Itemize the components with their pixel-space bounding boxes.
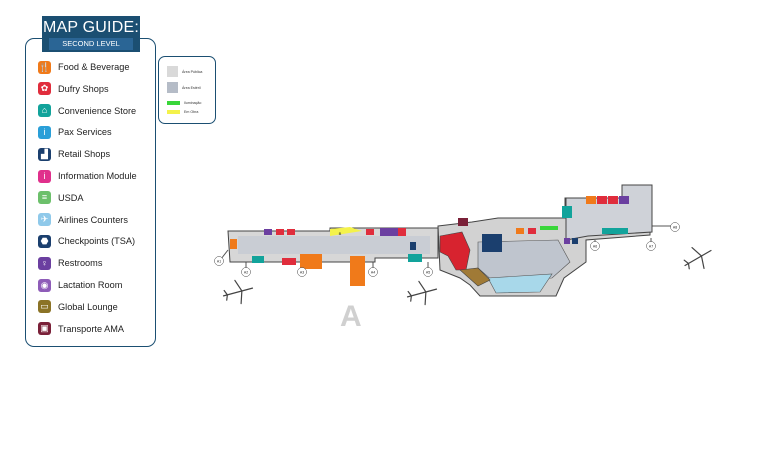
sterile-area-label: Área Estéril (182, 85, 201, 90)
gate-tag (241, 267, 251, 277)
legend-item: ✿ Dufry Shops (38, 81, 109, 97)
legend-item: ⬣ Checkpoints (TSA) (38, 233, 135, 249)
gate-label: A7 (649, 244, 653, 248)
airplane-icons (222, 247, 712, 306)
lighting-label: Iluminação (184, 101, 202, 105)
shop-blocks (230, 196, 629, 286)
gate-label: A2 (244, 270, 248, 274)
lounge-icon: ▭ (38, 300, 51, 314)
public-area-label: Área Pública (182, 69, 203, 74)
gate-tag (423, 267, 433, 277)
legend-item-label: Lactation Room (58, 280, 123, 290)
construction-label: Em Obra (184, 110, 199, 114)
area-legend-row: Área Pública (167, 66, 202, 77)
legend-item-label: Transporte AMA (58, 323, 125, 334)
hub-courtyard (487, 273, 553, 294)
person-icon: i (38, 125, 51, 139)
gate-tags (214, 222, 680, 277)
area-legend-row: Em Obra (167, 110, 198, 114)
airplane-icon (222, 279, 254, 305)
gate-label: A1 (217, 259, 221, 263)
usda-icon: ≡ (38, 191, 51, 205)
kiosk-label: B (339, 231, 342, 236)
airplane-icon: ✈ (38, 213, 51, 227)
legend-item-label: Convenience Store (58, 105, 137, 116)
map-guide-subtitle: SECOND LEVEL (49, 38, 133, 50)
bus-icon: ▣ (38, 322, 51, 336)
legend-item-label: Retail Shops (58, 149, 111, 160)
lactation-icon: ◉ (38, 278, 51, 292)
fork-knife-icon: 🍴 (38, 60, 51, 74)
terminal-letter: A (340, 300, 362, 333)
legend-item-label: Restrooms (58, 258, 103, 269)
map-guide-header: MAP GUIDE: SECOND LEVEL (42, 16, 140, 52)
legend-item: i Information Module (38, 168, 137, 184)
map-guide-title: MAP GUIDE: (43, 19, 139, 36)
airplane-icon (406, 280, 438, 306)
legend-item: ▟ Retail Shops (38, 146, 110, 162)
gate-tag (214, 256, 224, 266)
legend-item-label: USDA (58, 192, 84, 203)
legend-item-label: Dufry Shops (58, 83, 109, 94)
store-icon: ⌂ (38, 104, 51, 118)
legend-item: i Pax Services (38, 124, 112, 140)
checkpoint-block (482, 234, 502, 252)
area-legend-row: Área Estéril (167, 82, 201, 93)
info-icon: i (38, 169, 51, 183)
airplane-icon (683, 247, 712, 270)
construction-swatch (167, 110, 180, 114)
gate-tag (297, 267, 307, 277)
gate-tag (590, 241, 600, 251)
legend-item-label: Pax Services (58, 127, 112, 138)
area-legend-row: Iluminação (167, 101, 201, 105)
legend-item: ≡ USDA (38, 190, 84, 206)
legend-item-label: Information Module (58, 171, 137, 181)
gate-tag (646, 241, 656, 251)
legend-item: ⌂ Convenience Store (38, 103, 136, 119)
gate-label: A8 (673, 225, 677, 229)
legend-item-label: Airlines Counters (58, 214, 128, 225)
shopping-bag-icon: ✿ (38, 82, 51, 96)
gate-tag (368, 267, 378, 277)
sterile-area-swatch (167, 82, 178, 93)
public-area-swatch (167, 66, 178, 77)
gate-tag (670, 222, 680, 232)
gate-label: A3 (300, 270, 304, 274)
legend-item: ♀ Restrooms (38, 255, 102, 271)
gate-label: A6 (593, 244, 597, 248)
checkpoint-icon: ⬣ (38, 234, 51, 248)
legend-item: ✈ Airlines Counters (38, 212, 128, 228)
legend-item: ▭ Global Lounge (38, 299, 118, 315)
legend-item: ◉ Lactation Room (38, 277, 122, 293)
gate-label: A5 (426, 270, 430, 274)
concourse-west-sterile (238, 236, 430, 254)
legend-item-label: Checkpoints (TSA) (58, 236, 136, 247)
gate-label: A4 (371, 270, 375, 274)
legend-item: ▣ Transporte AMA (38, 321, 124, 337)
restroom-icon: ♀ (38, 256, 51, 270)
lighting-swatch (167, 101, 180, 105)
legend-item: 🍴 Food & Beverage (38, 59, 130, 75)
area-legend: Área Pública Área Estéril Iluminação Em … (158, 56, 216, 124)
bag-icon: ▟ (38, 147, 51, 161)
legend-item-label: Global Lounge (58, 301, 118, 312)
brown-zone (459, 267, 491, 287)
legend-item-label: Food & Beverage (58, 62, 130, 72)
